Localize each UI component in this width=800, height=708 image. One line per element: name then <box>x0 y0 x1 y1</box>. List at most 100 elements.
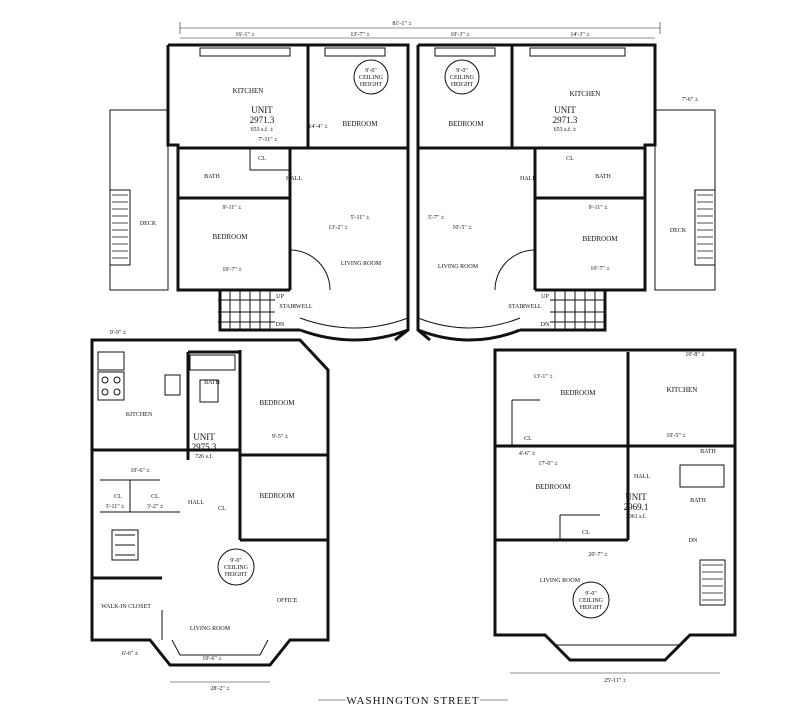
overall-width-label: 81'-1" ± <box>392 21 412 27</box>
room-cl2-br: CL <box>582 530 590 536</box>
room-walkin-bl: WALK-IN CLOSET <box>101 604 151 610</box>
room-cl-tl: CL <box>258 156 266 162</box>
room-kitchen-tl: KITCHEN <box>233 87 264 95</box>
dim-bl-3: 3'-11" ± <box>105 504 125 510</box>
room-hall-tl: HALL <box>286 176 302 182</box>
street-label-group: WASHINGTON STREET <box>318 695 508 707</box>
unit-label-tl: UNIT <box>251 105 273 115</box>
room-living-br: LIVING ROOM <box>540 578 581 584</box>
ceiling-badge-tr-line1: 9'-0" <box>456 68 468 74</box>
room-kitchen-br: KITCHEN <box>667 386 698 394</box>
dim-tr-3: 10'-5" ± <box>452 225 472 231</box>
dim-tr-2: 9'-11" ± <box>588 205 608 211</box>
room-bath-tl: BATH <box>204 174 220 180</box>
stair-up-tl: UP <box>276 294 284 300</box>
dim-top-left-bedroom: 13'-7" ± <box>350 32 370 38</box>
dim-br-4: 4'-6" ± <box>519 451 536 457</box>
unit-area-tr: 653 s.f. ± <box>554 126 577 133</box>
unit-number-tr: 2971.3 <box>553 115 578 125</box>
room-kitchen-tr: KITCHEN <box>570 90 601 98</box>
dim-br-5: 20'-7" ± <box>588 552 608 558</box>
room-bedroom2-tl: BEDROOM <box>212 233 248 241</box>
ceiling-badge-bl-line2: CEILING <box>224 565 249 571</box>
dim-bl-4: 3'-2" ± <box>147 504 164 510</box>
dim-bl-7: 28'-2" ± <box>210 686 230 692</box>
unit-number-bl: 2975.3 <box>192 442 217 452</box>
stair-dn-tr: DN <box>541 322 550 328</box>
dim-tl-2: 9'-11" ± <box>222 205 242 211</box>
dim-tr-1: 10'-7" ± <box>590 266 610 272</box>
dim-tl-0: 7'-11" ± <box>258 137 278 143</box>
unit-label-bl: UNIT <box>193 432 215 442</box>
unit-label-br: UNIT <box>625 492 647 502</box>
room-deck-tl: DECK <box>140 221 157 227</box>
room-living-tr: LIVING ROOM <box>438 264 479 270</box>
room-bedroom2-br: BEDROOM <box>535 483 571 491</box>
room-living-bl: LIVING ROOM <box>190 626 231 632</box>
room-hall-bl: HALL <box>188 500 204 506</box>
ceiling-badge-tr-line2: CEILING <box>450 75 475 81</box>
unit-top-right: 9'-0" CEILING HEIGHT KITCHEN BEDROOM UNI… <box>416 43 716 342</box>
dim-tl-1: 14'-4" ± <box>308 124 328 130</box>
unit-area-bl: 726 s.f. <box>195 453 213 460</box>
dim-top-left-kitchen: 16'-1" ± <box>235 32 255 38</box>
dim-br-3: 17'-0" ± <box>538 461 558 467</box>
room-bedroom-tr: BEDROOM <box>448 120 484 128</box>
unit-top-left: 9'-0" CEILING HEIGHT KITCHEN BEDROOM UNI… <box>109 43 410 342</box>
stair-dn-tl: DN <box>276 322 285 328</box>
room-stairwell-tl: STAIRWELL <box>279 304 313 310</box>
room-bedroom2-bl: BEDROOM <box>259 492 295 500</box>
ceiling-badge-line1: 9'-0" <box>365 68 377 74</box>
dim-tl-5: 5'-11" ± <box>350 215 370 221</box>
unit-label-tr: UNIT <box>554 105 576 115</box>
dim-top-right-bedroom: 10'-3" ± <box>450 32 470 38</box>
room-cl3-bl: CL <box>218 506 226 512</box>
unit-bottom-left: 9'-0" CEILING HEIGHT KITCHEN BATH BEDROO… <box>90 330 330 692</box>
ceiling-badge-br-line3: HEIGHT <box>580 605 603 611</box>
unit-number-tl: 2971.3 <box>250 115 275 125</box>
room-cl1-bl: CL <box>114 494 122 500</box>
dim-tr-4: 5'-7" ± <box>428 215 445 221</box>
dim-tl-4: 13'-2" ± <box>328 225 348 231</box>
unit-number-br: 2969.1 <box>624 502 649 512</box>
dim-bl-2: 10'-6" ± <box>130 468 150 474</box>
room-hall-tr: HALL <box>520 176 536 182</box>
room-stairwell-tr: STAIRWELL <box>508 304 542 310</box>
dim-br-2: 10'-5" ± <box>666 433 686 439</box>
ceiling-badge-line3: HEIGHT <box>360 82 383 88</box>
room-hall-br: HALL <box>634 474 650 480</box>
unit-area-tl: 653 s.f. ± <box>251 126 274 133</box>
dim-br-1: 13'-1" ± <box>533 374 553 380</box>
dim-top-right-kitchen: 14'-3" ± <box>570 32 590 38</box>
ceiling-badge-tr-line3: HEIGHT <box>451 82 474 88</box>
dim-tl-3: 10'-7" ± <box>222 267 242 273</box>
room-cl1-br: CL <box>524 436 532 442</box>
stair-up-tr: UP <box>541 294 549 300</box>
room-cl2-bl: CL <box>151 494 159 500</box>
dim-br-0: 10'-8" ± <box>685 352 705 358</box>
room-bath-bl: BATH <box>204 380 220 386</box>
ceiling-badge-bl-line1: 9'-0" <box>230 558 242 564</box>
room-bedroom-bl: BEDROOM <box>259 399 295 407</box>
room-office-bl: OFFICE <box>277 598 298 604</box>
dim-bl-1: 9'-5" ± <box>272 434 289 440</box>
room-bedroom-br: BEDROOM <box>560 389 596 397</box>
room-bedroom2-tr: BEDROOM <box>582 235 618 243</box>
dim-bl-0: 9'-9" ± <box>110 330 127 336</box>
ceiling-badge-br-line2: CEILING <box>579 598 604 604</box>
dim-bl-5: 10'-6" ± <box>202 656 222 662</box>
street-name: WASHINGTON STREET <box>346 695 479 707</box>
room-cl-tr: CL <box>566 156 574 162</box>
ceiling-badge-line2: CEILING <box>359 75 384 81</box>
room-bath-br-label: BATH <box>700 449 716 455</box>
stair-dn-br: DN <box>689 538 698 544</box>
room-bedroom-tl: BEDROOM <box>342 120 378 128</box>
room-bath-tr: BATH <box>595 174 611 180</box>
room-bath-br: BATH <box>690 498 706 504</box>
dim-br-6: 25'-11" ± <box>604 678 627 684</box>
unit-area-br: 1061 s.f. <box>626 513 647 520</box>
room-deck-tr: DECK <box>670 228 687 234</box>
dim-bl-6: 6'-6" ± <box>122 651 139 657</box>
